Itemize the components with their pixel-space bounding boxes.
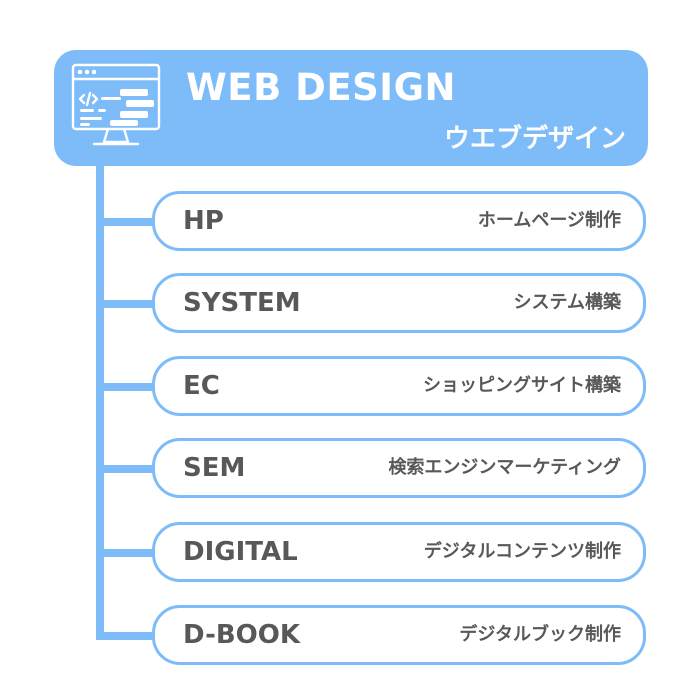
service-description: ホームページ制作 [477, 210, 621, 231]
service-item-d-book: D-BOOK デジタルブック制作 [152, 605, 646, 665]
service-code: HP [183, 206, 224, 236]
service-item-hp: HP ホームページ制作 [152, 191, 646, 251]
service-description: システム構築 [513, 292, 621, 313]
service-item-digital: DIGITAL デジタルコンテンツ制作 [152, 522, 646, 582]
service-code: EC [183, 371, 220, 401]
service-description: デジタルコンテンツ制作 [423, 541, 621, 562]
header-title: WEB DESIGN [186, 66, 456, 109]
branch-line-ec [96, 383, 158, 391]
service-description: ショッピングサイト構築 [423, 375, 621, 396]
service-code: DIGITAL [183, 537, 298, 567]
branch-line-d-book [96, 632, 158, 640]
service-item-ec: EC ショッピングサイト構築 [152, 356, 646, 416]
service-code: SEM [183, 453, 246, 483]
web-design-header: WEB DESIGN ウエブデザイン [54, 50, 648, 166]
tree-trunk-line [96, 164, 104, 640]
service-code: SYSTEM [183, 288, 301, 318]
service-item-sem: SEM 検索エンジンマーケティング [152, 438, 646, 498]
service-description: デジタルブック制作 [459, 624, 621, 645]
web-code-monitor-icon [71, 63, 161, 146]
service-code: D-BOOK [183, 620, 301, 650]
branch-line-sem [96, 465, 158, 473]
branch-line-digital [96, 549, 158, 557]
service-item-system: SYSTEM システム構築 [152, 273, 646, 333]
branch-line-hp [96, 218, 158, 226]
service-description: 検索エンジンマーケティング [388, 457, 621, 478]
branch-line-system [96, 300, 158, 308]
header-subtitle: ウエブデザイン [443, 124, 626, 154]
